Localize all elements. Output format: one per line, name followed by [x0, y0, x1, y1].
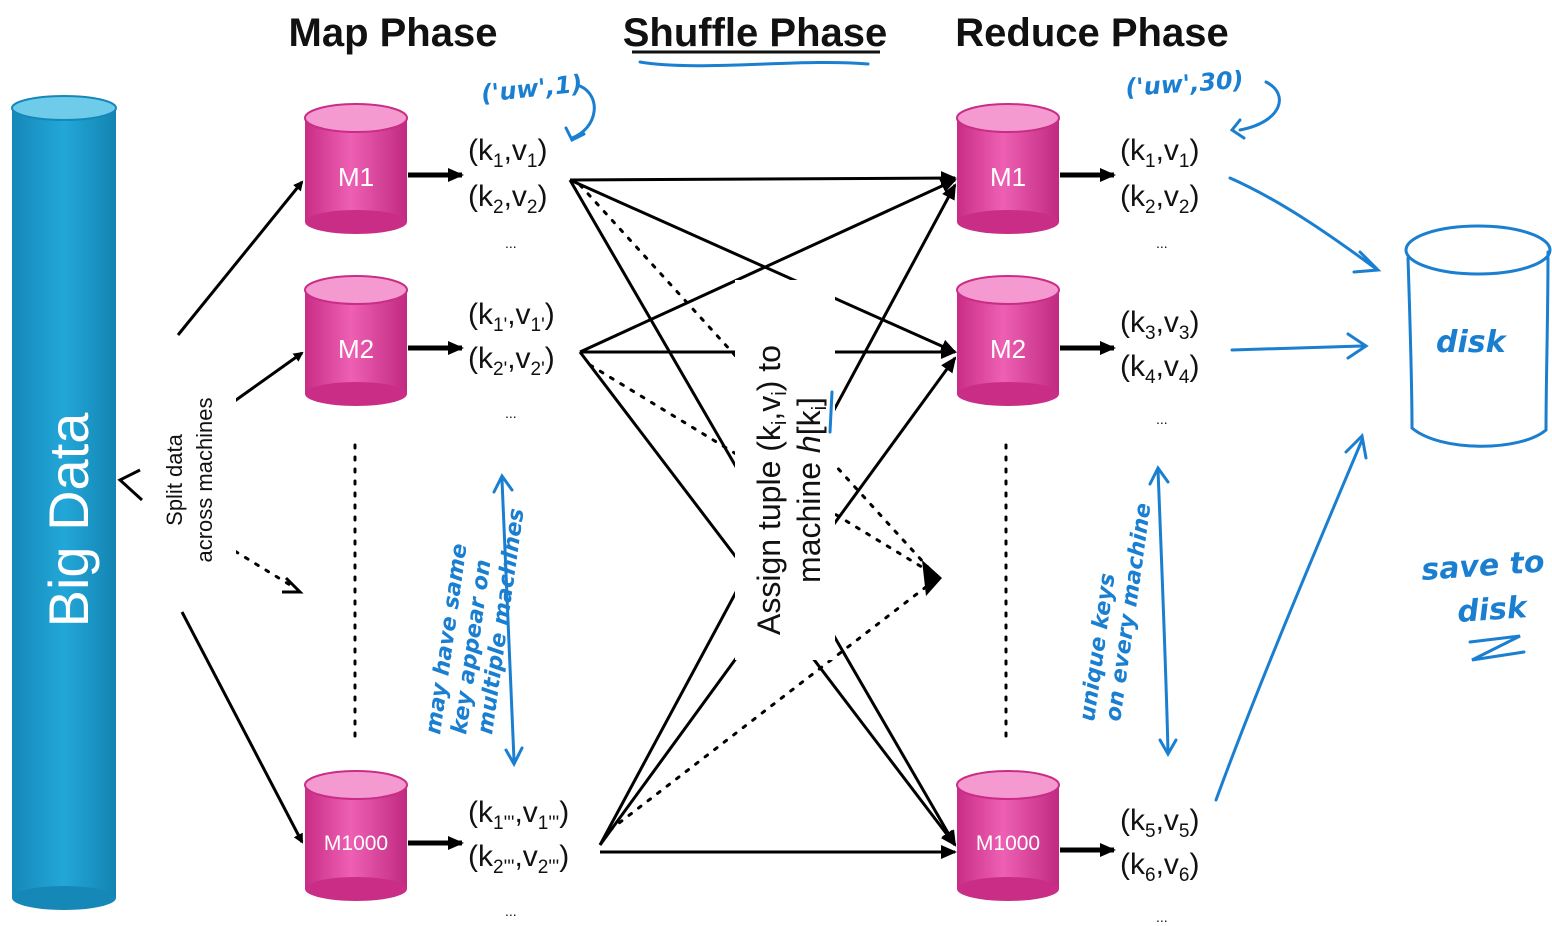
assign-label-line2: machine h[ki]: [791, 397, 831, 583]
reduce-note-arrowhead-bottom: [1158, 738, 1178, 758]
to-disk-arrow-1: [1228, 176, 1377, 270]
to-disk-arrowhead-1: [1352, 250, 1382, 274]
big-data-cylinder: Big Data: [11, 95, 117, 910]
to-disk-arrowhead-3: [1344, 432, 1368, 460]
map-pairs-m1: (k1,v1) (k2,v2) ...: [468, 134, 548, 251]
pair: (k1,v1): [468, 134, 548, 172]
map-machine-label: M1: [338, 162, 374, 192]
pair: (k5,v5): [1120, 804, 1200, 842]
map-machine-label: M1000: [324, 832, 388, 855]
map-note-arrowhead-top: [492, 473, 514, 494]
shuffle-handwritten-underline: [638, 60, 870, 68]
map-example-arrow: [570, 84, 596, 140]
disk-cylinder: disk: [1404, 224, 1552, 448]
map-phase-title: Map Phase: [289, 11, 498, 55]
save-note-line1: save to: [1420, 544, 1546, 588]
split-arrow-m1000: [180, 611, 304, 844]
reduce-example-arrowhead: [1229, 118, 1246, 140]
ellipsis: ...: [505, 903, 517, 919]
reduce-machine-m1: M1: [956, 103, 1060, 234]
assign-label-line1: Assign tuple (ki,vi) to: [751, 345, 791, 635]
pair: (k2,v2): [1120, 180, 1200, 218]
ellipsis: ...: [1156, 411, 1168, 427]
ellipsis: ...: [505, 235, 517, 251]
map-note-arrowhead-bottom: [504, 746, 524, 768]
save-note-squiggle: [1468, 634, 1526, 662]
map-machine-m1: M1: [304, 103, 408, 234]
pair: (k2,v2): [468, 180, 548, 218]
disk-label: disk: [1436, 325, 1508, 360]
reduce-note-arrowhead-top: [1148, 465, 1170, 486]
reduce-machine-m1000: M1000: [956, 770, 1060, 901]
reduce-note: unique keys on every machine: [1075, 501, 1156, 722]
map-note: may have same key appear on multiple mac…: [421, 507, 529, 736]
split-arrow-dotted-head: [282, 576, 304, 594]
reduce-example-arrow: [1238, 80, 1281, 132]
big-data-label: Big Data: [37, 412, 100, 628]
map-example-annotation: ('uw',1): [480, 69, 584, 107]
reduce-example-annotation: ('uw',30): [1124, 66, 1244, 102]
save-note-line2: disk: [1456, 590, 1530, 630]
split-arrow-m1: [176, 180, 304, 336]
pair: (k1',v1'): [468, 298, 555, 336]
reduce-machine-m2: M2: [956, 275, 1060, 406]
pair: (k2''',v2'''): [468, 840, 569, 878]
to-disk-arrowhead-2: [1346, 332, 1369, 360]
reduce-machine-label: M2: [990, 334, 1026, 364]
ellipsis: ...: [1156, 235, 1168, 251]
reduce-machine-label: M1000: [976, 832, 1040, 855]
split-arrow-back-left: [117, 468, 144, 502]
split-label-bg: [146, 355, 236, 610]
split-label-line1: Split data: [162, 433, 187, 525]
map-example-arrowhead: [564, 126, 586, 143]
split-arrow-dotted: [223, 543, 297, 590]
map-note-range-arrow: [500, 478, 516, 762]
reduce-pairs-m2: (k3,v3) (k4,v4) ...: [1120, 306, 1200, 427]
shuffle-phase-title: Shuffle Phase: [623, 11, 888, 55]
map-machine-m1000: M1000: [304, 770, 408, 901]
to-disk-arrow-3: [1214, 438, 1364, 802]
map-machine-label: M2: [338, 334, 374, 364]
pair: (k4,v4): [1120, 350, 1200, 388]
map-pairs-m1000: (k1''',v1''') (k2''',v2''') ...: [468, 796, 569, 919]
reduce-pairs-m1: (k1,v1) (k2,v2) ...: [1120, 134, 1200, 251]
pair: (k6,v6): [1120, 848, 1200, 886]
pair: (k1''',v1'''): [468, 796, 569, 834]
map-pairs-m2: (k1',v1') (k2',v2') ...: [468, 298, 555, 421]
map-machine-m2: M2: [304, 275, 408, 406]
assign-handwritten-underline: [828, 390, 834, 434]
to-disk-arrow-2: [1230, 344, 1364, 352]
pair: (k1,v1): [1120, 134, 1200, 172]
pair: (k3,v3): [1120, 306, 1200, 344]
ellipsis: ...: [505, 405, 517, 421]
assign-label-bg: [735, 280, 835, 660]
reduce-pairs-m1000: (k5,v5) (k6,v6) ...: [1120, 804, 1200, 925]
reduce-machine-label: M1: [990, 162, 1026, 192]
split-label-line2: across machines: [192, 397, 217, 562]
reduce-note-range-arrow: [1156, 468, 1170, 754]
reduce-phase-title: Reduce Phase: [955, 11, 1228, 55]
pair: (k2',v2'): [468, 342, 555, 380]
ellipsis: ...: [1156, 909, 1168, 925]
